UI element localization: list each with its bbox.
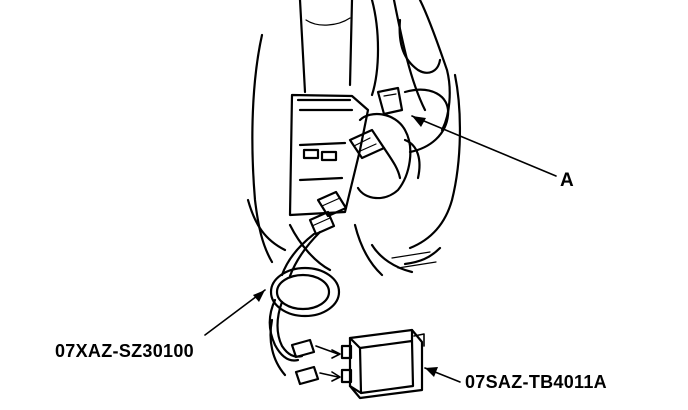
test-unit-box [340,328,425,400]
test-harness-lead-coil [268,230,341,377]
test-harness-connector [308,190,348,236]
retractor-housing [288,93,370,217]
leader-lines [204,115,557,383]
callout-label-lead-part-number: 07XAZ-SZ30100 [55,341,194,361]
seat-trim-outline [246,33,332,272]
lead-plugs [290,338,341,386]
arrowhead-a [412,116,426,127]
vehicle-harness [403,88,450,154]
callout-label-unit-part-number: 07SAZ-TB4011A [465,372,607,392]
leader-line-lead [204,289,266,336]
connector-a [348,128,402,180]
belt-motor-bracket [356,86,421,200]
seat-belt-webbing [298,0,354,94]
arrowhead-unit [425,367,438,377]
arrowhead-lead [253,290,265,302]
leader-arrowheads [253,116,438,377]
callout-label-a: A [560,170,575,191]
leader-line-a [411,115,557,177]
